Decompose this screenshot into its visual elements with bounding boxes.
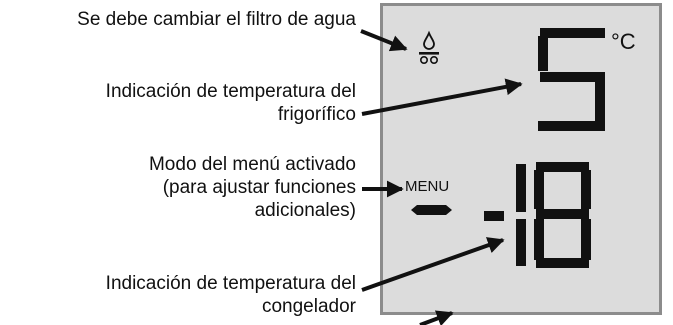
label-menu-mode-line1: Modo del menú activado <box>148 154 356 175</box>
label-fridge-temperature-line1: Indicación de temperatura del <box>105 81 356 102</box>
menu-indicator-label: MENU <box>405 178 450 195</box>
label-freezer-temperature: Indicación de temperatura del congelador <box>106 272 356 318</box>
label-menu-mode-line2: (para ajustar funciones <box>162 177 356 198</box>
label-freezer-temperature-line2: congelador <box>261 296 356 317</box>
label-fridge-temperature-line2: frigorífico <box>277 104 356 125</box>
label-water-filter: Se debe cambiar el filtro de agua <box>77 9 356 30</box>
label-fridge-temperature: Indicación de temperatura del frigorífic… <box>106 80 356 126</box>
label-freezer-temperature-line1: Indicación de temperatura del <box>105 273 356 294</box>
label-menu-mode: Modo del menú activado (para ajustar fun… <box>149 153 356 222</box>
celsius-unit-label: °C <box>611 29 636 54</box>
lcd-display-panel: °C MENU <box>380 3 662 315</box>
label-menu-mode-line3: adicionales) <box>254 200 356 221</box>
